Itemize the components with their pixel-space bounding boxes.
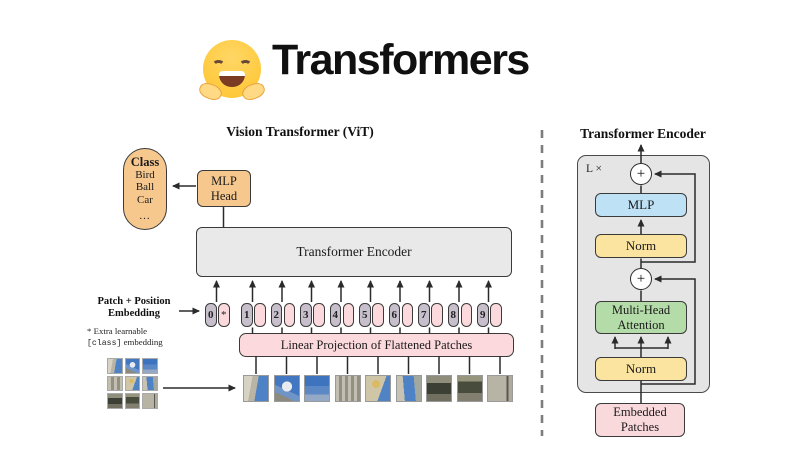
token-7-position: 7 xyxy=(418,303,430,327)
emoji-eye-left xyxy=(212,60,225,71)
token-3: 3 xyxy=(300,303,325,327)
source-grid-cell-1 xyxy=(107,358,123,374)
token-9-position: 9 xyxy=(477,303,489,327)
token-6-position: 6 xyxy=(388,303,400,327)
token-4: 4 xyxy=(329,303,354,327)
token-8: 8 xyxy=(447,303,472,327)
token-0-class-embedding: * xyxy=(218,303,230,327)
token-9-patch-embedding xyxy=(490,303,502,327)
image-patch-7 xyxy=(426,375,452,402)
source-grid-cell-9 xyxy=(142,393,158,409)
source-grid-cell-5 xyxy=(124,375,140,391)
vit-diagram-title: Vision Transformer (ViT) xyxy=(226,124,374,139)
image-patch-5 xyxy=(365,375,391,402)
mlp-head-box: MLP Head xyxy=(197,170,251,207)
token-1-patch-embedding xyxy=(254,303,266,327)
token-5: 5 xyxy=(359,303,384,327)
token-7: 7 xyxy=(418,303,443,327)
token-1-position: 1 xyxy=(241,303,253,327)
token-1: 1 xyxy=(241,303,266,327)
image-patch-8 xyxy=(456,375,483,402)
note-line1: * Extra learnable xyxy=(87,326,148,336)
token-0: 0 * xyxy=(205,303,230,327)
source-grid-cell-4 xyxy=(107,375,123,391)
token-8-position: 8 xyxy=(447,303,459,327)
transformer-encoder-box: Transformer Encoder xyxy=(196,227,512,277)
source-grid-cell-3 xyxy=(142,358,158,374)
residual-add-icon-top: + xyxy=(630,163,652,185)
source-grid-cell-6 xyxy=(142,375,158,391)
token-2: 2 xyxy=(270,303,295,327)
token-5-position: 5 xyxy=(359,303,371,327)
image-patch-9 xyxy=(487,375,513,402)
class-output-pill: Class Bird Ball Car ... xyxy=(123,148,167,230)
encoder-diagram-title: Transformer Encoder xyxy=(580,126,706,141)
image-patch-1 xyxy=(243,375,269,402)
page-title: Transformers xyxy=(272,36,530,84)
token-7-patch-embedding xyxy=(431,303,443,327)
multi-head-attention-box: Multi-Head Attention xyxy=(595,301,687,334)
patch-position-embedding-label: Patch + Position Embedding xyxy=(97,296,171,320)
class-ellipsis: ... xyxy=(139,210,151,223)
token-4-position: 4 xyxy=(329,303,341,327)
token-4-patch-embedding xyxy=(342,303,354,327)
image-patch-6 xyxy=(395,375,422,402)
hugging-face-emoji-icon xyxy=(197,40,267,103)
image-patch-2 xyxy=(273,375,300,402)
token-3-patch-embedding xyxy=(313,303,325,327)
token-6-patch-embedding xyxy=(401,303,413,327)
class-item-car: Car xyxy=(137,193,153,206)
residual-add-icon-bottom: + xyxy=(630,268,652,290)
token-6: 6 xyxy=(388,303,413,327)
image-patch-3 xyxy=(304,375,330,402)
token-3-position: 3 xyxy=(300,303,312,327)
class-item-ball: Ball xyxy=(135,181,155,194)
note-suffix: embedding xyxy=(123,336,163,347)
token-8-patch-embedding xyxy=(460,303,472,327)
token-5-patch-embedding xyxy=(372,303,384,327)
source-grid-cell-2 xyxy=(124,358,140,374)
class-heading: Class xyxy=(130,155,160,169)
source-grid-cell-8 xyxy=(124,393,140,409)
emoji-mouth xyxy=(219,71,245,87)
norm-box-top: Norm xyxy=(595,234,687,258)
embedded-patches-box: Embedded Patches xyxy=(595,403,685,437)
source-grid-cell-7 xyxy=(107,393,123,409)
token-0-position: 0 xyxy=(205,303,217,327)
token-2-position: 2 xyxy=(270,303,282,327)
note-class-token: [class] xyxy=(87,338,122,348)
emoji-eye-right xyxy=(239,60,252,71)
mlp-box: MLP xyxy=(595,193,687,217)
class-item-bird: Bird xyxy=(135,169,155,182)
linear-projection-box: Linear Projection of Flattened Patches xyxy=(239,333,514,357)
token-9: 9 xyxy=(477,303,502,327)
repeat-count-label: L × xyxy=(586,163,602,175)
norm-box-bottom: Norm xyxy=(595,357,687,381)
image-patch-4 xyxy=(334,375,361,402)
extra-learnable-note: * Extra learnable [class] embedding xyxy=(87,326,163,349)
token-2-patch-embedding xyxy=(283,303,295,327)
